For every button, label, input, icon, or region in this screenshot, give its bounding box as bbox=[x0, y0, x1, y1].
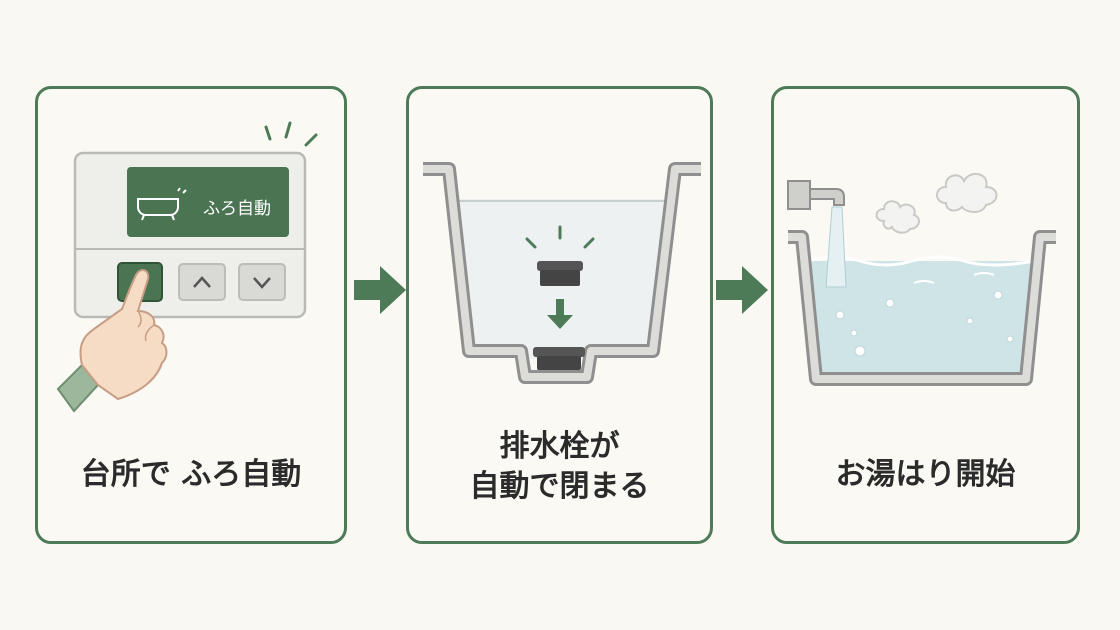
right-arrow-icon bbox=[354, 266, 406, 314]
down-arrow-icon bbox=[547, 299, 573, 329]
step-3-caption: お湯はり開始 bbox=[835, 457, 1016, 492]
tub-drain-illustration bbox=[423, 162, 701, 384]
up-button[interactable] bbox=[178, 263, 226, 301]
faucet-icon bbox=[787, 180, 845, 210]
up-arrow-icon bbox=[193, 276, 211, 288]
step-1-panel: ふろ自動 台所で ふろ自動 bbox=[35, 86, 347, 544]
steam-icon bbox=[875, 172, 998, 234]
drain-plug-icon bbox=[537, 261, 583, 286]
down-arrow-icon bbox=[253, 277, 271, 289]
right-arrow-icon bbox=[716, 266, 768, 314]
bath-icon bbox=[137, 187, 187, 221]
step-1-caption: 台所で ふろ自動 bbox=[80, 457, 302, 492]
down-button[interactable] bbox=[238, 263, 286, 301]
hand-icon bbox=[56, 269, 168, 413]
signal-lines bbox=[264, 121, 318, 147]
remote-controller-illustration bbox=[56, 121, 318, 413]
display-label: ふろ自動 bbox=[203, 199, 271, 219]
step-2-panel: 排水栓が 自動で閉まる bbox=[406, 86, 713, 544]
step-2-caption-line-2: 自動で閉まる bbox=[469, 469, 650, 504]
filling-tub-illustration bbox=[787, 172, 1056, 386]
step-3-panel: お湯はり開始 bbox=[771, 86, 1080, 544]
controller-display bbox=[127, 167, 289, 237]
step-2-caption-line-1: 排水栓が bbox=[499, 429, 620, 464]
